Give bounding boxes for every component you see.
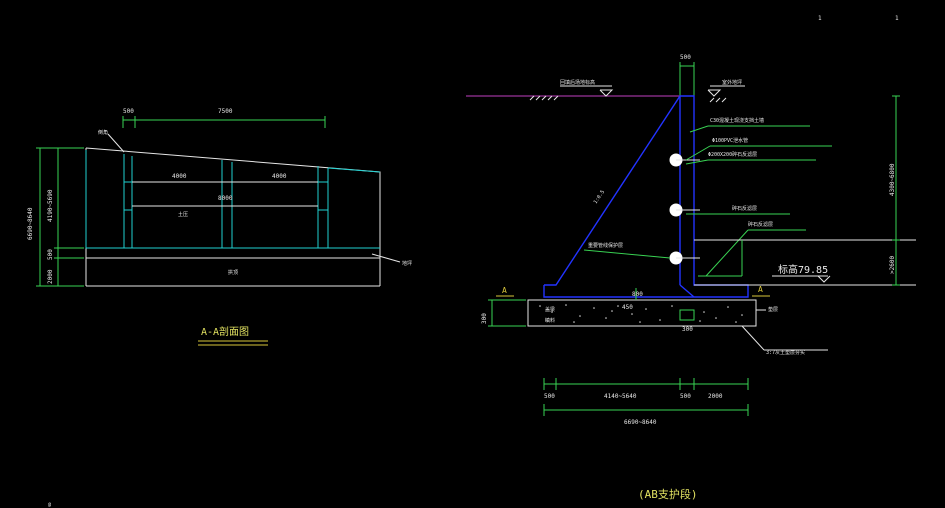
- section-a-a: 500 7500 4000 4000 8000 6690~8640: [27, 108, 412, 346]
- slope-label: 1:0.5: [593, 189, 606, 205]
- level-label: 标高79.85: [778, 263, 828, 276]
- label-chamfer: 倒角: [98, 129, 108, 136]
- section-mark-left: A: [502, 286, 507, 295]
- label-drain-protection: 重要管线保护层: [588, 242, 623, 249]
- drain-pipe-3: [669, 251, 700, 265]
- dim-wall-thickness: 500: [680, 54, 691, 61]
- dim-bottom-wall: 4140~5640: [604, 393, 637, 400]
- callout-gravel-filter: Φ200X200碎石反滤层: [708, 151, 757, 158]
- section-a-a-title: A-A剖面图: [201, 325, 249, 338]
- dim-base-450: 450: [622, 304, 633, 311]
- section-ab: 回填后场地标高 室外地坪 500 1:0.5 C30混凝土现浇支挡: [466, 54, 916, 501]
- label-lime-soil: 3:7灰土垫层夯实: [766, 349, 805, 356]
- drain-pipe-2: [669, 203, 700, 217]
- page-number-left: 1: [818, 15, 822, 22]
- label-fill: 填料: [545, 317, 555, 324]
- concrete-hatch: [539, 304, 743, 323]
- section-ab-title: (AB支护段): [638, 487, 698, 501]
- dim-right-lower: >2600: [889, 256, 896, 274]
- dim-right-upper: 4300~6800: [889, 163, 896, 196]
- drain-pipe-1: [669, 153, 700, 167]
- callout-concrete-wall: C30混凝土现浇支挡土墙: [710, 117, 764, 124]
- dim-bottom-total: 6690~8640: [624, 419, 657, 426]
- label-backfill-level: 回填后场地标高: [560, 79, 595, 86]
- dim-inner-8000: 8000: [218, 195, 233, 202]
- label-cushion: 垫层: [768, 306, 778, 313]
- dim-left-wall: 4190~5690: [47, 189, 54, 222]
- page-number-right: 1: [895, 15, 899, 22]
- dim-inner-4000-a: 4000: [172, 173, 187, 180]
- corner-mark: @: [48, 502, 51, 508]
- callout-filter-layer-1: 碎石反滤层: [732, 205, 757, 212]
- dim-top-7500: 7500: [218, 108, 233, 115]
- dim-bottom-2000: 2000: [708, 393, 723, 400]
- label-floor: 地坪: [402, 260, 412, 267]
- dim-inner-4000-b: 4000: [272, 173, 287, 180]
- dim-top-500: 500: [123, 108, 134, 115]
- dim-bottom-500-a: 500: [544, 393, 555, 400]
- callout-pvc-drain: Φ100PVC泄水管: [712, 137, 748, 144]
- dim-left-500: 500: [47, 249, 54, 260]
- dim-left-2000: 2000: [47, 269, 54, 284]
- dim-bottom-500-b: 500: [680, 393, 691, 400]
- dim-left-total: 6690~8640: [27, 207, 34, 240]
- label-outdoor-floor: 室外地坪: [722, 79, 742, 86]
- label-cap-beam: 盖梁: [545, 306, 555, 313]
- label-crown: 拱顶: [228, 269, 238, 276]
- dim-base-800: 800: [632, 291, 643, 298]
- dim-base-300: 300: [682, 326, 693, 333]
- dim-base-left: 300: [481, 313, 488, 324]
- label-earth-pressure: 土压: [178, 211, 188, 218]
- section-mark-right: A: [758, 285, 763, 294]
- callout-filter-layer-2: 碎石反滤层: [748, 221, 773, 228]
